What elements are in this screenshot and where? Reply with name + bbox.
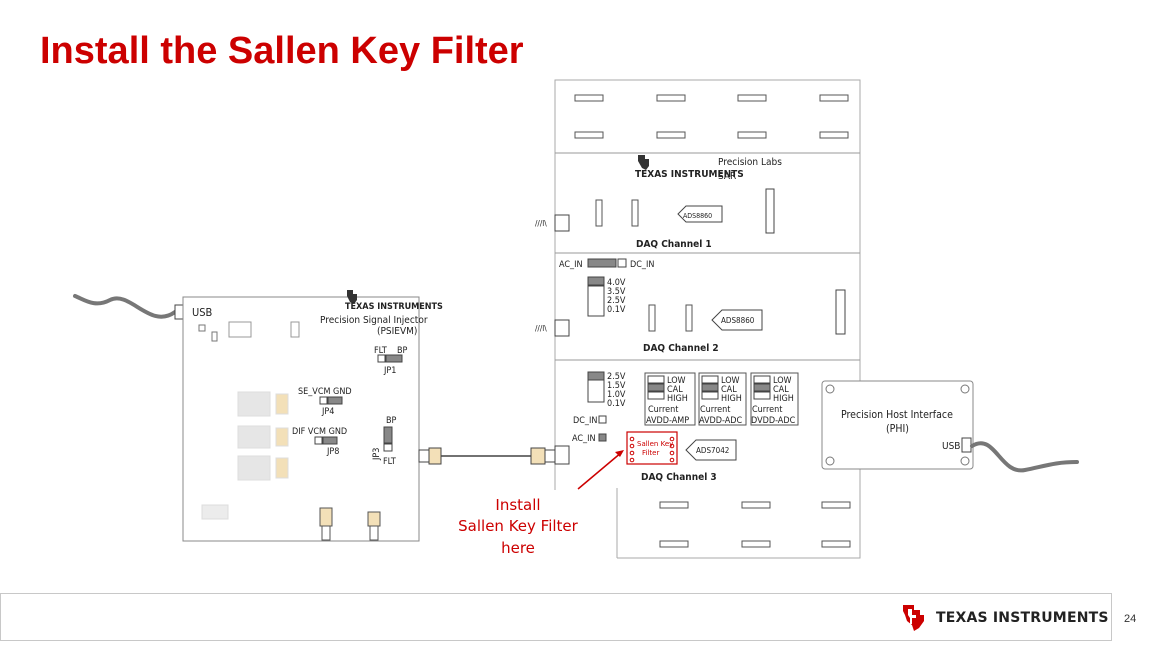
svg-text:LOW: LOW xyxy=(773,376,792,386)
jp8-labels: DIF VCM GND xyxy=(292,427,347,437)
svg-text:DVDD-ADC: DVDD-ADC xyxy=(751,416,796,426)
phi-line1: Precision Host Interface xyxy=(841,409,953,421)
svg-text:Sallen Key: Sallen Key xyxy=(637,440,673,448)
ch1-adc-label: ADS8860 xyxy=(683,212,712,220)
phi-usb-label: USB xyxy=(942,441,960,452)
ch3-jumper-col-2: LOW CAL HIGH Current AVDD-ADC xyxy=(698,372,747,426)
jp4-jumper xyxy=(319,396,343,405)
ch3-dc-in-label: DC_IN xyxy=(573,416,597,426)
ti-logo-icon xyxy=(903,605,924,631)
svg-text:AVDD-ADC: AVDD-ADC xyxy=(699,416,742,426)
daq-channel-2-label: DAQ Channel 2 xyxy=(643,343,719,354)
ch2-v0: 4.0V xyxy=(607,278,626,288)
sar-name-line1: Precision Labs xyxy=(718,157,782,168)
ch3-v2: 1.0V xyxy=(607,390,626,400)
usb-cable-left xyxy=(73,294,177,319)
svg-text:LOW: LOW xyxy=(667,376,686,386)
ch2-v1: 3.5V xyxy=(607,287,626,297)
jp4-name: JP4 xyxy=(321,407,334,417)
svg-text:AVDD-AMP: AVDD-AMP xyxy=(646,416,689,426)
svg-text:Current: Current xyxy=(752,405,782,415)
svg-text:HIGH: HIGH xyxy=(773,394,794,404)
ch2-dc-in-label: DC_IN xyxy=(630,260,654,270)
psi-ti-logo: TEXAS INSTRUMENTS xyxy=(345,290,443,312)
jp3-name: JP3 xyxy=(372,448,382,461)
callout-arrow xyxy=(577,451,623,490)
ch3-ac-in-label: AC_IN xyxy=(572,434,596,444)
psi-board: USB TEXAS INSTRUMENTS Precision Signal I… xyxy=(182,290,443,542)
footer-ti-logo: TEXAS INSTRUMENTS xyxy=(900,603,1109,633)
jp8-jumper xyxy=(314,436,338,445)
psi-sma-connectors xyxy=(319,507,381,541)
svg-text:///l\: ///l\ xyxy=(535,219,547,228)
callout-line-2: Sallen Key Filter xyxy=(458,517,578,535)
sar-name-line2: SAR xyxy=(718,171,736,182)
svg-text:CAL: CAL xyxy=(667,385,683,395)
psi-name-line2: (PSIEVM) xyxy=(377,326,417,337)
svg-text:HIGH: HIGH xyxy=(667,394,688,404)
phi-line2: (PHI) xyxy=(886,423,909,435)
jp3-flt-label: FLT xyxy=(383,457,396,467)
jp1-jumper xyxy=(377,354,403,363)
svg-text:CAL: CAL xyxy=(721,385,737,395)
psi-usb-label: USB xyxy=(192,306,213,319)
ch3-adc-label: ADS7042 xyxy=(696,446,729,455)
sar-ti-logo: TEXAS INSTRUMENTS xyxy=(635,155,744,180)
daq-channel-3-label: DAQ Channel 3 xyxy=(641,472,717,483)
page-number: 24 xyxy=(1124,613,1137,625)
svg-text:///l\: ///l\ xyxy=(535,324,547,333)
svg-text:LOW: LOW xyxy=(721,376,740,386)
daq-channel-1-label: DAQ Channel 1 xyxy=(636,239,712,250)
ch2-v3: 0.1V xyxy=(607,305,626,315)
svg-text:HIGH: HIGH xyxy=(721,394,742,404)
ch2-adc-label: ADS8860 xyxy=(721,316,755,325)
ch3-voltage-jumpers xyxy=(587,371,605,403)
svg-text:CAL: CAL xyxy=(773,385,789,395)
ch2-v2: 2.5V xyxy=(607,296,626,306)
sma-cable xyxy=(418,447,556,465)
ch3-v0: 2.5V xyxy=(607,372,626,382)
sar-board: TEXAS INSTRUMENTS Precision Labs SAR ///… xyxy=(535,79,861,559)
callout-line-1: Install xyxy=(495,496,540,514)
psi-name-line1: Precision Signal Injector xyxy=(320,315,428,326)
jp1-flt-label: FLT xyxy=(374,346,387,356)
sallen-key-footprint: Sallen Key Filter xyxy=(626,431,678,465)
slide-title: Install the Sallen Key Filter xyxy=(40,30,524,72)
svg-text:Current: Current xyxy=(648,405,678,415)
ch3-jumper-col-3: LOW CAL HIGH Current DVDD-ADC xyxy=(750,372,799,426)
jp1-bp-label: BP xyxy=(397,346,408,356)
footer-bar xyxy=(0,593,1112,641)
ch2-voltage-jumpers xyxy=(587,276,605,317)
svg-text:TEXAS INSTRUMENTS: TEXAS INSTRUMENTS xyxy=(345,302,443,312)
jp3-jumper xyxy=(383,426,393,452)
jp3-bp-label: BP xyxy=(386,416,397,426)
jp1-name: JP1 xyxy=(383,366,396,376)
ch3-v3: 0.1V xyxy=(607,399,626,409)
phi-board: Precision Host Interface (PHI) USB xyxy=(821,380,974,470)
svg-text:Filter: Filter xyxy=(642,449,659,457)
svg-text:Current: Current xyxy=(700,405,730,415)
footer-logo-text: TEXAS INSTRUMENTS xyxy=(936,610,1109,626)
ch2-ac-in-label: AC_IN xyxy=(559,260,583,270)
usb-cable-right xyxy=(970,441,1079,473)
svg-text:TEXAS INSTRUMENTS: TEXAS INSTRUMENTS xyxy=(635,169,744,180)
ch3-jumper-col-1: LOW CAL HIGH Current AVDD-AMP xyxy=(644,372,696,426)
jp8-name: JP8 xyxy=(326,447,339,457)
ch3-v1: 1.5V xyxy=(607,381,626,391)
callout-line-3: here xyxy=(501,539,535,557)
jp4-labels: SE_VCM GND xyxy=(298,387,352,397)
